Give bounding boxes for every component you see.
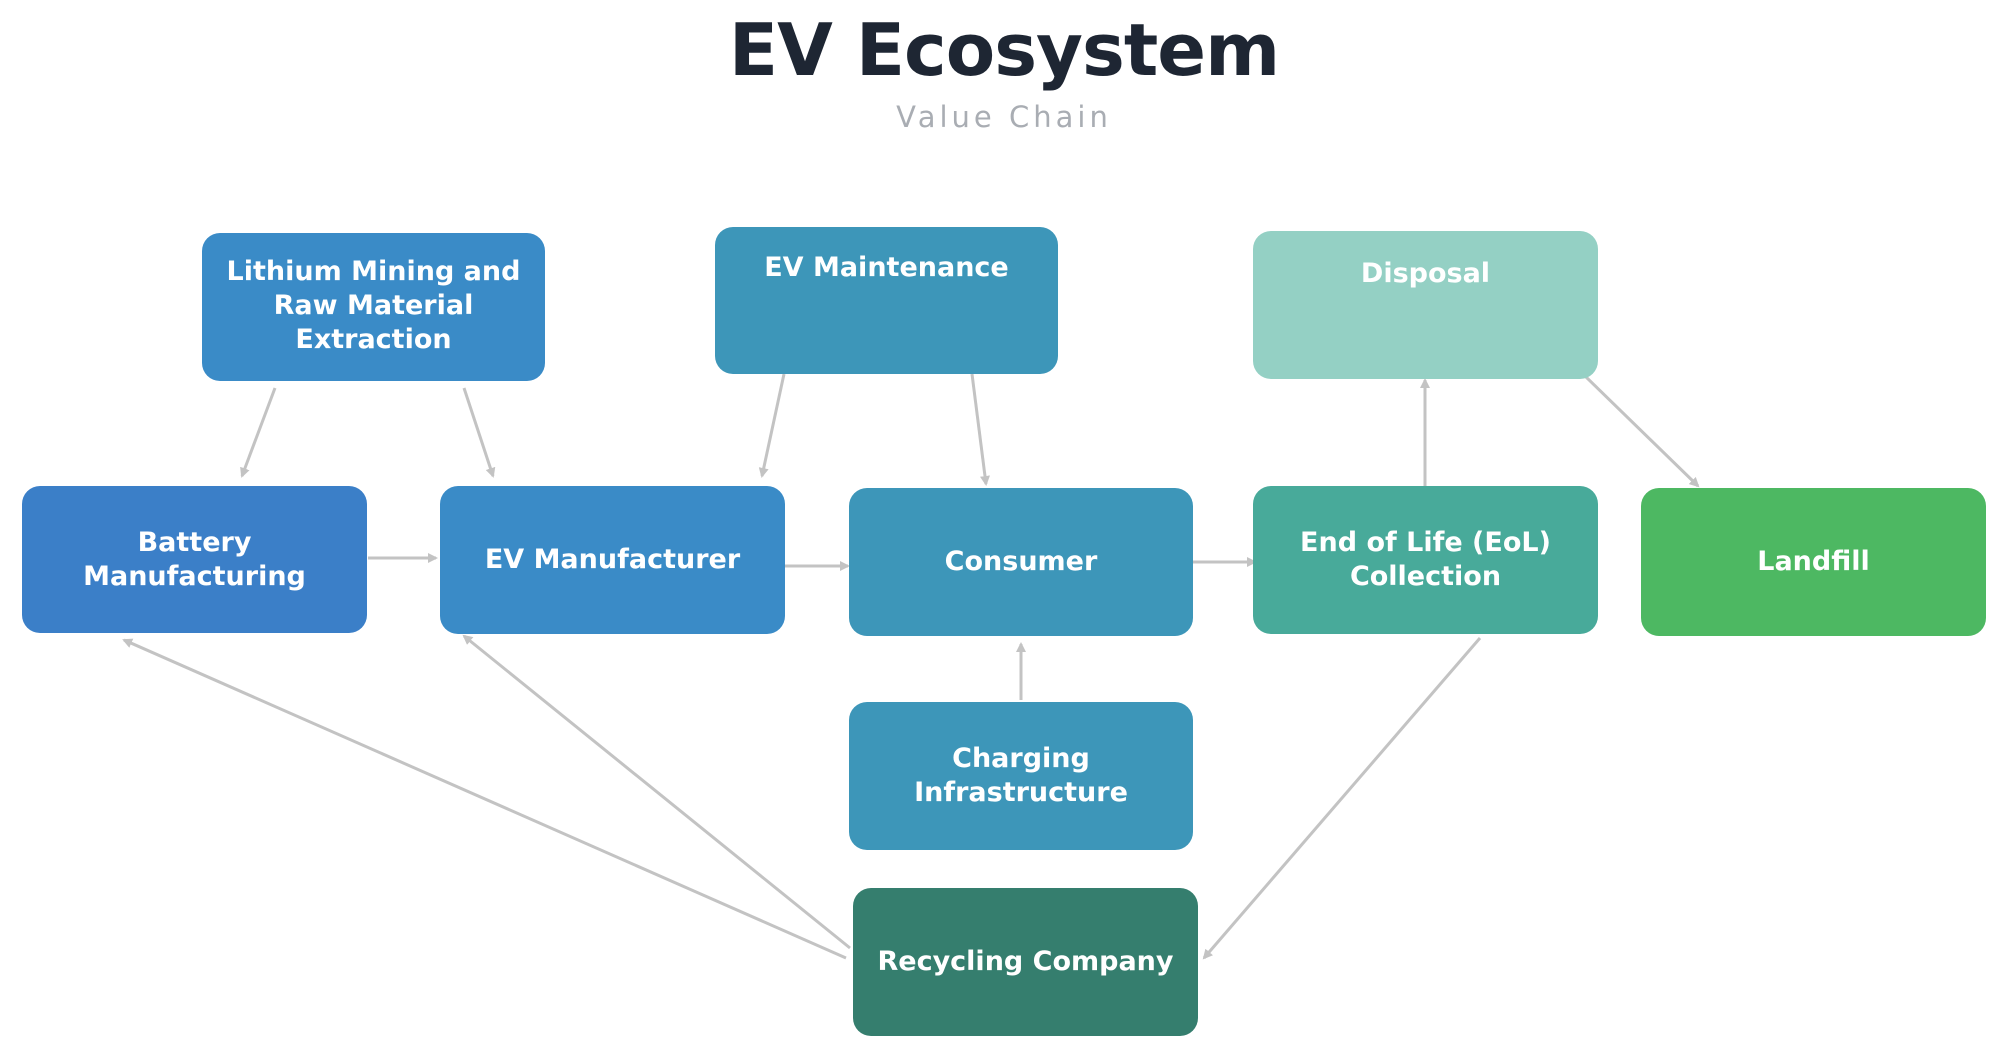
node-ev-manufacturer[interactable]: EV Manufacturer (440, 486, 785, 634)
node-lithium-mining[interactable]: Lithium Mining and Raw Material Extracti… (202, 233, 545, 381)
diagram-title: EV Ecosystem (728, 8, 1280, 92)
arrow-disposal-to-landfill (1583, 374, 1700, 488)
node-ev-manufacturer-label: EV Manufacturer (484, 544, 741, 575)
arrow-recycling-to-battery (122, 638, 847, 960)
node-lithium-mining-label: Lithium Mining and Raw Material Extracti… (226, 256, 521, 355)
arrow-lithium-to-battery (240, 387, 277, 478)
arrow-eol-to-recycling (1202, 637, 1482, 960)
node-consumer[interactable]: Consumer (849, 488, 1193, 636)
node-ev-maintenance-label: EV Maintenance (764, 252, 1009, 283)
arrow-maintenance-to-consumer (970, 373, 990, 486)
node-landfill-label: Landfill (1757, 546, 1870, 577)
node-landfill[interactable]: Landfill (1641, 488, 1986, 636)
node-ev-maintenance[interactable]: EV Maintenance (715, 227, 1058, 374)
node-disposal[interactable]: Disposal (1253, 231, 1598, 379)
node-end-of-life-collection[interactable]: End of Life (EoL) Collection (1253, 486, 1598, 634)
node-battery-manufacturing-label: Battery Manufacturing (83, 526, 306, 592)
node-end-of-life-collection-label: End of Life (EoL) Collection (1300, 527, 1551, 592)
node-recycling-company-label: Recycling Company (877, 946, 1174, 977)
arrow-recycling-to-manufacturer (462, 634, 851, 950)
node-recycling-company[interactable]: Recycling Company (853, 888, 1198, 1036)
node-charging-infrastructure-label: Charging Infrastructure (914, 743, 1128, 808)
diagram-subtitle: Value Chain (896, 100, 1112, 134)
node-charging-infrastructure[interactable]: Charging Infrastructure (849, 702, 1193, 850)
node-battery-manufacturing[interactable]: Battery Manufacturing (22, 486, 367, 633)
node-consumer-label: Consumer (944, 546, 1098, 577)
node-disposal-label: Disposal (1360, 258, 1491, 289)
arrow-maintenance-to-manufacturer (758, 373, 786, 478)
arrow-lithium-to-manufacturer (462, 387, 496, 478)
